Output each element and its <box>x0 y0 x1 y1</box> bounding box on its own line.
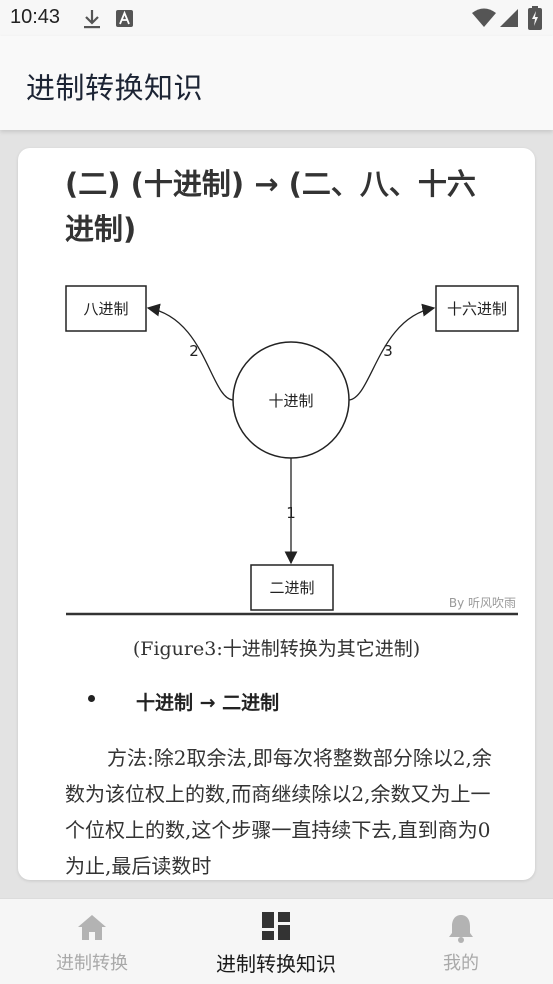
status-bar: 10:43 <box>0 0 553 36</box>
edge-label-left: 2 <box>189 342 199 360</box>
dashboard-icon <box>262 912 290 940</box>
binary-label: 二进制 <box>269 579 314 597</box>
binary-box <box>250 564 334 611</box>
edge-label-right: 3 <box>383 342 393 360</box>
hex-box <box>435 285 519 332</box>
bell-icon <box>449 915 473 943</box>
wifi-icon <box>472 8 496 27</box>
page-title: 进制转换知识 <box>26 71 204 105</box>
figure-caption: (Figure3:十进制转换为其它进制) <box>132 638 421 660</box>
battery-icon <box>528 6 542 30</box>
download-icon <box>84 10 100 29</box>
notification-a-icon <box>116 10 133 27</box>
hex-label: 十六进制 <box>447 300 507 318</box>
octal-box <box>65 285 147 332</box>
status-time: 10:43 <box>10 6 61 28</box>
nav-label: 进制转换 <box>56 953 128 974</box>
cell-signal-icon <box>500 9 518 27</box>
article-card[interactable]: (二) (十进制) → (二、八、十六进制) 八进制 十六进制 二进制 十进制 … <box>18 148 535 880</box>
nav-item-converter[interactable]: 进制转换 <box>0 899 184 984</box>
bullet-text: 十进制 → 二进制 <box>136 692 280 714</box>
home-icon <box>78 915 106 940</box>
nav-item-knowledge[interactable]: 进制转换知识 <box>184 899 368 984</box>
arrow-to-hex <box>348 303 436 401</box>
watermark: By 听风吹雨 <box>449 596 516 610</box>
bullet-dot <box>88 695 95 702</box>
conversion-diagram: 八进制 十六进制 二进制 十进制 2 3 1 By 听风吹雨 <box>65 285 519 616</box>
edge-label-bottom: 1 <box>286 504 296 522</box>
method-paragraph: 方法:除2取余法,即每次将整数部分除以2,余数为该位权上的数,而商继续除以2,余… <box>65 746 492 878</box>
nav-item-profile[interactable]: 我的 <box>369 899 553 984</box>
article-heading: (二) (十进制) → (二、八、十六进制) <box>65 167 476 246</box>
list-item: 十进制 → 二进制 <box>88 688 280 715</box>
nav-label: 我的 <box>443 953 479 974</box>
bottom-nav: 进制转换 进制转换知识 我的 <box>0 898 553 984</box>
arrow-to-octal <box>146 303 234 401</box>
octal-label: 八进制 <box>83 300 128 318</box>
decimal-label: 十进制 <box>268 392 313 410</box>
nav-label: 进制转换知识 <box>216 952 336 976</box>
app-bar: 进制转换知识 <box>0 36 553 130</box>
